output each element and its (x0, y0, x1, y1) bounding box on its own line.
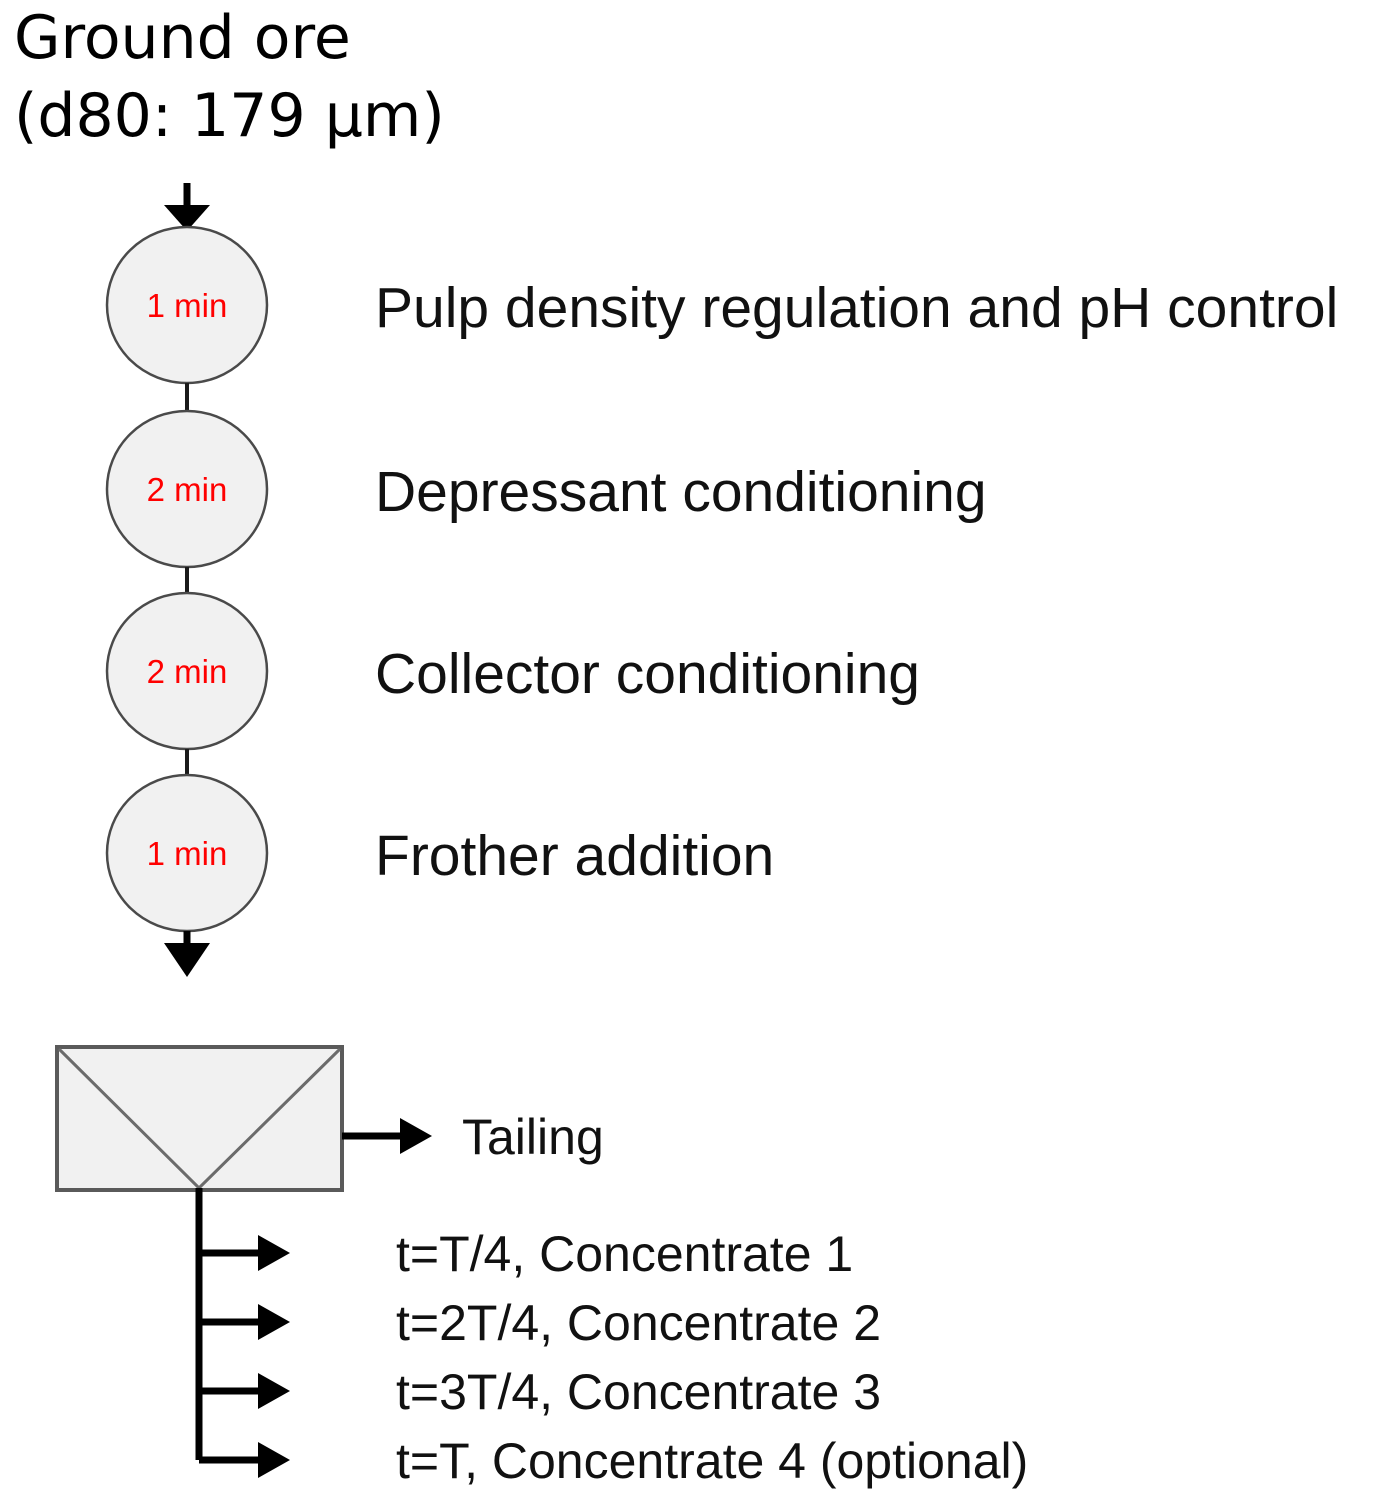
conditioning-node-2-label: Depressant conditioning (375, 460, 987, 524)
conditioning-node-4-label: Frother addition (375, 824, 774, 888)
conditioning-node-2[interactable]: 2 min (105, 409, 269, 569)
conditioning-node-1[interactable]: 1 min (105, 225, 269, 385)
feed-arrow (164, 183, 210, 231)
tailing-arrow (342, 1118, 432, 1154)
page-title-line2: (d80: 179 μm) (14, 81, 445, 151)
conditioning-node-3-label: Collector conditioning (375, 642, 920, 706)
concentrate-arrow-3 (199, 1373, 290, 1409)
concentrate-arrow-2 (199, 1304, 290, 1340)
page-title-line1: Ground ore (14, 3, 351, 73)
conditioning-node-4-time: 1 min (147, 835, 228, 872)
concentrate-label-3: t=3T/4, Concentrate 3 (396, 1364, 881, 1420)
conditioning-node-3-time: 2 min (147, 653, 228, 690)
conditioning-node-3[interactable]: 2 min (105, 591, 269, 751)
concentrate-label-1: t=T/4, Concentrate 1 (396, 1226, 853, 1282)
concentrate-label-4: t=T, Concentrate 4 (optional) (396, 1433, 1028, 1489)
concentrate-arrow-1 (199, 1235, 290, 1271)
tailing-label: Tailing (462, 1109, 604, 1165)
conditioning-node-2-time: 2 min (147, 471, 228, 508)
flotation-cell[interactable] (55, 1045, 344, 1192)
conditioning-node-1-label: Pulp density regulation and pH control (375, 276, 1338, 340)
discharge-arrow (164, 931, 210, 977)
concentrate-arrow-4 (199, 1442, 290, 1478)
conditioning-node-4[interactable]: 1 min (105, 773, 269, 933)
concentrate-label-2: t=2T/4, Concentrate 2 (396, 1295, 881, 1351)
conditioning-node-1-time: 1 min (147, 287, 228, 324)
